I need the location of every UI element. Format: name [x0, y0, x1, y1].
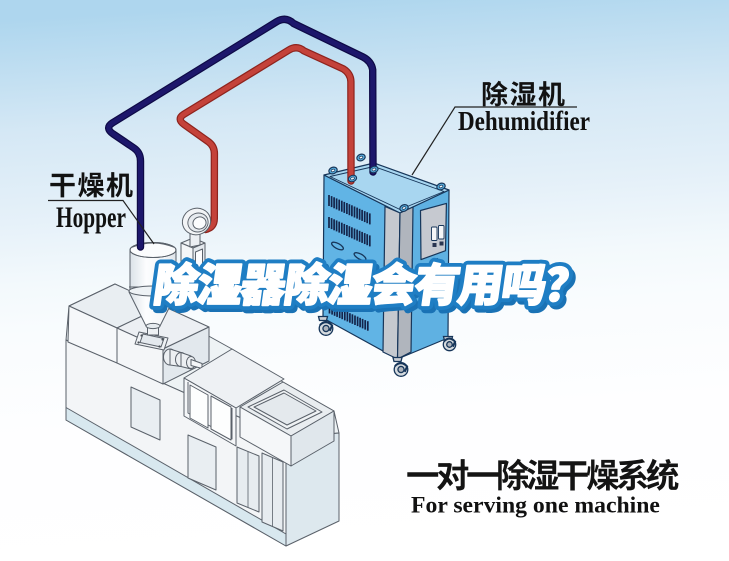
svg-text:Dehumidifier: Dehumidifier — [458, 106, 590, 137]
svg-text:For serving one machine: For serving one machine — [411, 493, 660, 519]
svg-text:Hopper: Hopper — [56, 202, 126, 234]
